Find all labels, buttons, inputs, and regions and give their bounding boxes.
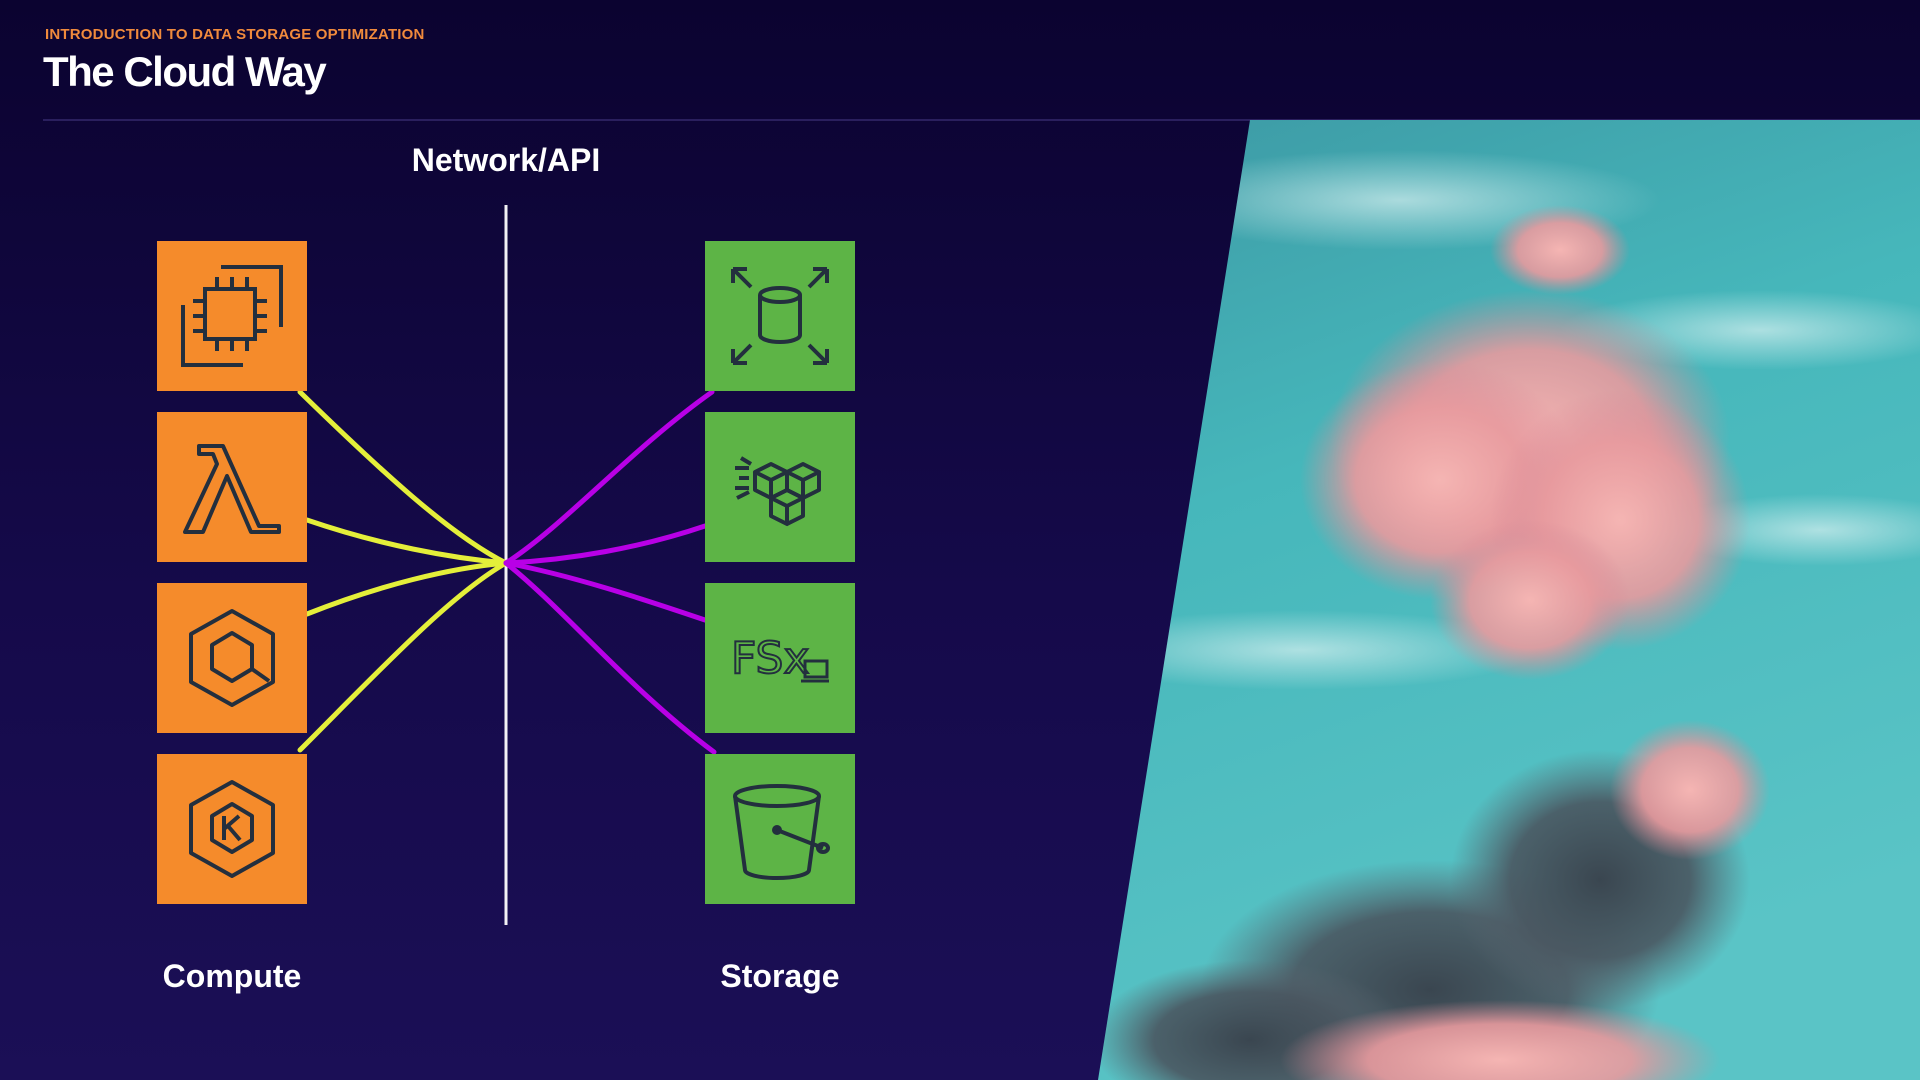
compute-link-2 bbox=[304, 517, 509, 566]
header-divider bbox=[43, 119, 1920, 121]
storage-tile-fsx: FSx bbox=[705, 583, 855, 733]
compute-tile-lambda bbox=[157, 412, 307, 562]
storage-label: Storage bbox=[720, 958, 840, 994]
fsx-icon-text: FSx bbox=[731, 633, 810, 684]
section-eyebrow: INTRODUCTION TO DATA STORAGE OPTIMIZATIO… bbox=[45, 26, 425, 43]
storage-tile-s3 bbox=[705, 754, 855, 904]
ec2-instance-icon bbox=[181, 265, 283, 367]
storage-link-4 bbox=[503, 560, 717, 755]
compute-label: Compute bbox=[162, 958, 302, 994]
compute-tile-ecs bbox=[157, 583, 307, 733]
lambda-icon bbox=[183, 444, 281, 534]
fsx-icon: FSx bbox=[730, 632, 829, 685]
ebs-volume-icon bbox=[731, 267, 829, 365]
storage-tile-ebs bbox=[705, 241, 855, 391]
efs-filesystem-icon bbox=[735, 456, 821, 526]
compute-link-3 bbox=[304, 560, 509, 617]
storage-link-2 bbox=[503, 523, 708, 566]
ecs-container-icon bbox=[189, 609, 275, 707]
storage-links bbox=[503, 389, 717, 755]
eks-kubernetes-icon bbox=[189, 780, 275, 878]
page-title: The Cloud Way bbox=[43, 48, 327, 95]
storage-link-1 bbox=[503, 389, 715, 566]
compute-links bbox=[297, 389, 509, 753]
compute-tile-eks bbox=[157, 754, 307, 904]
compute-link-4 bbox=[297, 560, 509, 753]
s3-bucket-icon bbox=[733, 784, 830, 880]
compute-link-1 bbox=[297, 389, 509, 566]
storage-tile-efs bbox=[705, 412, 855, 562]
compute-tile-ec2 bbox=[157, 241, 307, 391]
network-api-label: Network/API bbox=[411, 142, 601, 178]
storage-link-3 bbox=[503, 560, 708, 623]
